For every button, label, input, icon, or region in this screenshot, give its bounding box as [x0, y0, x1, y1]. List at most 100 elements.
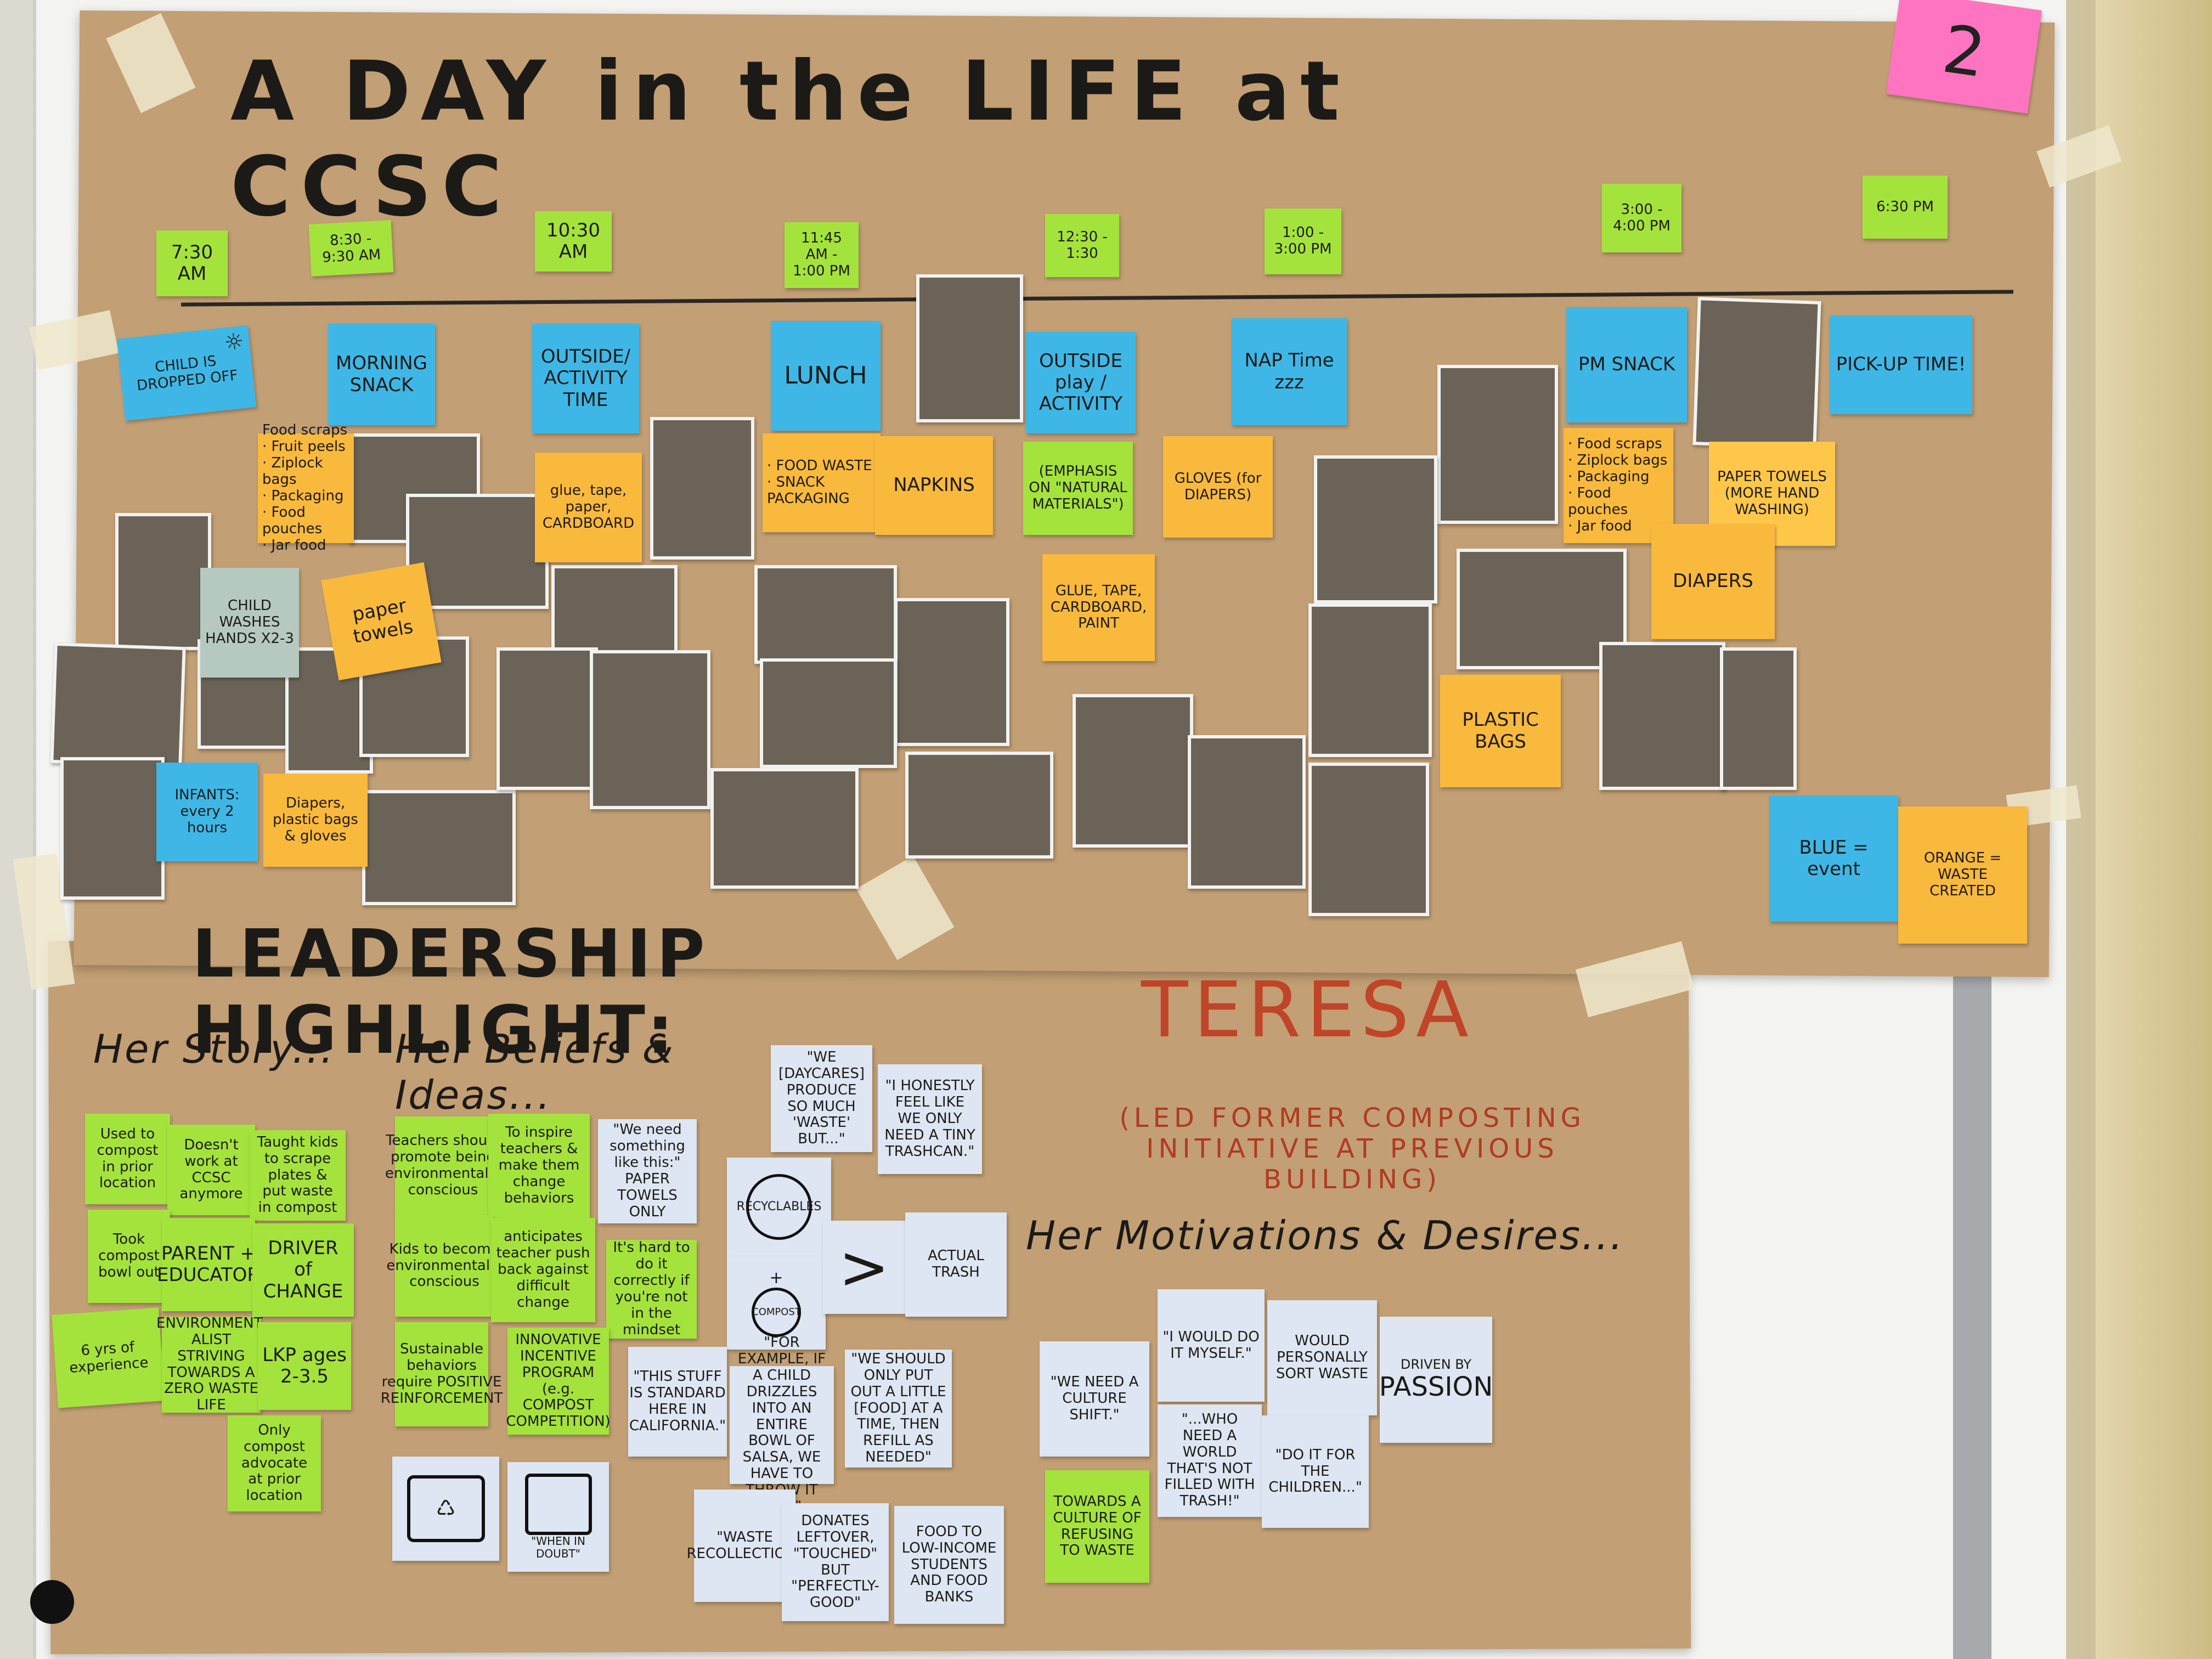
belief-note: "FOR EXAMPLE, IF A CHILD DRIZZLES INTO A…	[730, 1334, 834, 1515]
photo	[406, 494, 549, 609]
sun-icon: ☼	[223, 328, 245, 356]
photo	[60, 757, 165, 900]
belief-note: "THIS STUFF IS STANDARD HERE IN CALIFORN…	[628, 1347, 727, 1457]
belief-note: Teachers should promote being environmen…	[385, 1116, 501, 1215]
waste-note: PLASTIC BAGS	[1440, 675, 1561, 787]
story-note: Doesn't work at CCSC anymore	[167, 1125, 255, 1215]
story-note: PARENT + EDUCATOR	[157, 1218, 260, 1311]
event-note: PICK-UP TIME!	[1830, 315, 1972, 414]
waste-note: Food scraps · Fruit peels · Ziplock bags…	[258, 422, 354, 554]
photo	[710, 768, 859, 889]
motivations-heading: Her Motivations & Desires...	[1026, 1212, 1624, 1259]
driven-by-label: DRIVEN BY	[1400, 1356, 1472, 1372]
photo	[1599, 642, 1725, 790]
time-note: 10:30 AM	[535, 211, 612, 272]
photo	[115, 513, 211, 650]
motivation-note: TOWARDS A CULTURE OF REFUSING TO WASTE	[1045, 1470, 1149, 1583]
belief-note: Sustainable behaviors require POSITIVE R…	[381, 1322, 503, 1426]
photo	[496, 647, 598, 790]
story-note: DRIVER of CHANGE	[252, 1223, 354, 1317]
photo	[894, 598, 1009, 746]
photo	[905, 752, 1053, 859]
belief-note: To inspire teachers & make them change b…	[488, 1114, 590, 1218]
waste-note: paper towels	[321, 562, 442, 681]
waste-note: · Food scraps · Ziplock bags · Packaging…	[1564, 428, 1673, 543]
poster-title: A DAY in the LIFE at CCSC	[230, 44, 1350, 235]
time-note: 1:00 - 3:00 PM	[1265, 208, 1341, 274]
photo	[590, 650, 710, 809]
waste-note: · FOOD WASTE · SNACK PACKAGING	[763, 433, 881, 532]
photo	[1437, 365, 1558, 524]
legend-orange: ORANGE = WASTE CREATED	[1898, 806, 2027, 944]
bins-note: ♺	[392, 1457, 499, 1561]
waste-note: (EMPHASIS ON "NATURAL MATERIALS")	[1023, 442, 1133, 535]
belief-note: "I HONESTLY FEEL LIKE WE ONLY NEED A TIN…	[878, 1064, 982, 1174]
photo	[50, 642, 186, 768]
compost-note: + COMPOST	[727, 1256, 826, 1350]
waste-note: glue, tape, paper, CARDBOARD	[535, 453, 642, 562]
photo	[1073, 694, 1193, 848]
belief-note: INNOVATIVE INCENTIVE PROGRAM (e.g. COMPO…	[506, 1328, 611, 1435]
belief-note: Kids to become environmentally conscious	[386, 1215, 503, 1317]
greater-than-icon: >	[823, 1221, 905, 1314]
recycle-icon: ♺	[407, 1475, 485, 1542]
magnet	[30, 1580, 74, 1624]
time-note: 8:30 - 9:30 AM	[308, 220, 394, 276]
photo	[1720, 647, 1797, 790]
motivation-note: "WE NEED A CULTURE SHIFT."	[1040, 1341, 1149, 1457]
event-note: PM SNACK	[1566, 307, 1687, 422]
waste-note: Diapers, plastic bags & gloves	[263, 774, 368, 867]
motivation-note: DRIVEN BY PASSION	[1379, 1317, 1493, 1443]
story-heading: Her Story...	[93, 1026, 335, 1072]
time-note: 7:30 AM	[156, 230, 228, 296]
when-in-doubt-label: "WHEN IN DOUBT"	[531, 1534, 585, 1560]
belief-note: "WE SHOULD ONLY PUT OUT A LITTLE [FOOD] …	[845, 1350, 952, 1468]
photo	[1308, 763, 1429, 916]
belief-note: It's hard to do it correctly if you're n…	[606, 1239, 697, 1339]
time-note: 11:45 AM - 1:00 PM	[785, 222, 859, 288]
photo	[362, 790, 516, 905]
trash-bin-icon	[524, 1474, 592, 1535]
page-number-note: 2	[1886, 0, 2042, 114]
waste-note: DIAPERS	[1651, 524, 1775, 639]
photo	[754, 565, 897, 664]
time-note: 3:00 - 4:00 PM	[1602, 184, 1681, 252]
belief-note: anticipates teacher push back against di…	[491, 1218, 595, 1322]
time-note: 6:30 PM	[1863, 176, 1948, 239]
story-note: Took compost bowl out	[88, 1210, 170, 1303]
whiteboard-frame	[1953, 955, 1991, 1659]
photo	[1188, 735, 1306, 889]
event-note: OUTSIDE/ ACTIVITY TIME	[532, 324, 639, 433]
story-note: LKP ages 2-3.5	[258, 1322, 351, 1410]
belief-note: FOOD TO LOW-INCOME STUDENTS AND FOOD BAN…	[894, 1506, 1004, 1624]
compost-circle: COMPOST	[752, 1288, 801, 1338]
photo	[650, 417, 754, 560]
belief-note: "WE [DAYCARES] PRODUCE SO MUCH 'WASTE' B…	[771, 1045, 872, 1152]
recyclables-circle: RECYCLABLES	[737, 1174, 821, 1240]
child-washes-note: CHILD WASHES HANDS X2-3	[200, 568, 299, 678]
event-note: CHILD IS DROPPED OFF☼	[116, 325, 257, 421]
photo	[916, 274, 1023, 422]
story-note: Only compost advocate at prior location	[228, 1415, 321, 1511]
time-note: 12:30 - 1:30	[1045, 214, 1119, 277]
photo	[1692, 297, 1821, 449]
story-note: Used to compost in prior location	[85, 1114, 170, 1204]
legend-blue: BLUE = event	[1769, 795, 1898, 922]
belief-note: DONATES LEFTOVER, "TOUCHED" BUT "PERFECT…	[782, 1503, 889, 1621]
belief-note: "WASTE RECOLLECTION"	[686, 1489, 803, 1602]
event-note: OUTSIDE play / ACTIVITY	[1026, 332, 1136, 433]
waste-note: NAPKINS	[875, 436, 993, 535]
plus-sign: +	[769, 1268, 783, 1288]
beliefs-heading: Her Beliefs & Ideas...	[395, 1026, 675, 1118]
story-note: ENVIRONMENT-ALIST STRIVING TOWARDS A ZER…	[156, 1314, 267, 1414]
motivation-note: WOULD PERSONALLY SORT WASTE	[1267, 1300, 1377, 1415]
wall-right	[2096, 0, 2212, 1659]
photo	[760, 658, 897, 768]
recyclables-note: RECYCLABLES	[727, 1158, 831, 1256]
event-note: NAP Time zzz	[1232, 318, 1347, 425]
waste-note: GLOVES (for DIAPERS)	[1163, 436, 1273, 538]
photo	[1308, 603, 1432, 757]
motivation-note: "DO IT FOR THE CHILDREN..."	[1262, 1415, 1369, 1528]
motivation-note: "I WOULD DO IT MYSELF."	[1158, 1289, 1265, 1402]
actual-trash-note: ACTUAL TRASH	[905, 1212, 1007, 1317]
